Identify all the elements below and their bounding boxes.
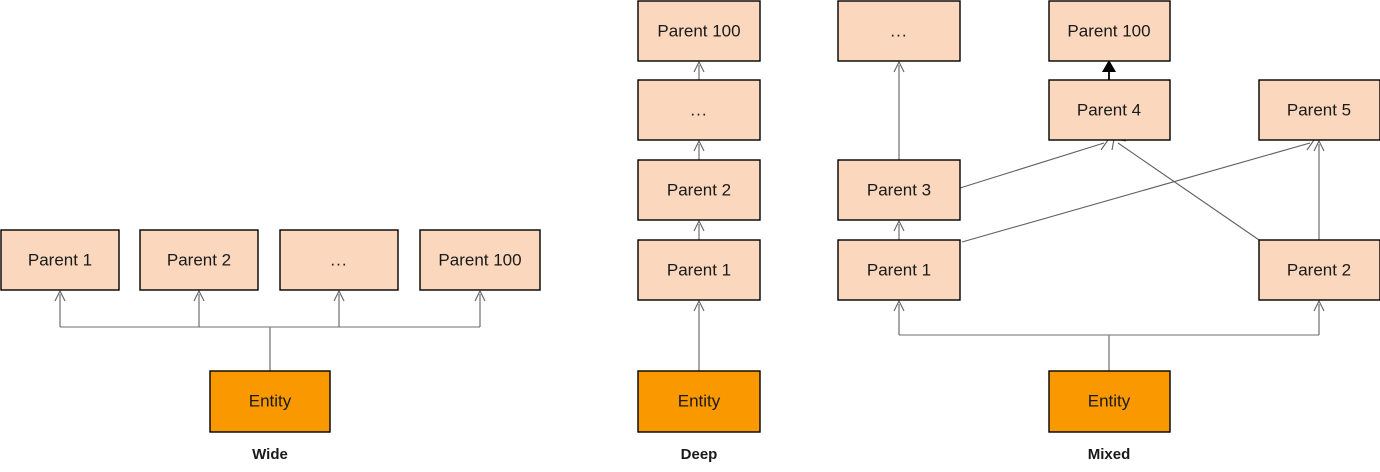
node-label: Entity: [249, 391, 292, 410]
node-label: Parent 100: [438, 250, 521, 269]
node-label: Parent 100: [1067, 21, 1150, 40]
node-box: [1258, 239, 1380, 301]
node-box: [637, 239, 761, 301]
node-wide-parent-100[interactable]: Parent 100: [419, 229, 541, 291]
node-box: [637, 370, 761, 433]
group-wide: Parent 1 Parent 2 ... Parent 100 Entity …: [0, 229, 541, 463]
arrowhead-parent-1: [54, 289, 66, 302]
node-box: [837, 239, 961, 301]
node-deep-parent-ellipsis[interactable]: ...: [637, 79, 761, 141]
edge-parent-1-to-parent-5: [961, 142, 1311, 243]
node-wide-parent-2[interactable]: Parent 2: [139, 229, 259, 291]
node-label: Parent 2: [167, 250, 231, 269]
node-deep-parent-2[interactable]: Parent 2: [637, 159, 761, 221]
arrowhead-parent-100: [474, 289, 486, 302]
node-label: Entity: [678, 391, 721, 410]
arrowhead-parent-5-from-parent-2: [1313, 139, 1325, 152]
group-mixed: ... Parent 100 Parent 4 Parent 5 Parent …: [837, 0, 1380, 463]
edge-parent-2-to-parent-4: [1117, 142, 1263, 243]
node-box: [419, 229, 541, 291]
node-label: Entity: [1088, 391, 1131, 410]
node-box: [279, 229, 399, 291]
arrowhead-parent-dots: [333, 289, 345, 302]
node-label: Parent 5: [1287, 100, 1351, 119]
deep-edges: [693, 60, 705, 371]
node-box: [637, 159, 761, 221]
node-mixed-parent-3[interactable]: Parent 3: [837, 159, 961, 221]
node-label: ...: [330, 250, 347, 269]
node-mixed-parent-5[interactable]: Parent 5: [1258, 79, 1380, 141]
node-mixed-parent-2[interactable]: Parent 2: [1258, 239, 1380, 301]
wide-edges: [54, 289, 486, 371]
node-box: [1048, 79, 1171, 141]
group-caption-wide: Wide: [252, 446, 288, 463]
node-mixed-parent-ellipsis[interactable]: ...: [837, 0, 961, 62]
node-label: Parent 100: [657, 21, 740, 40]
arrowhead-parent-3: [893, 219, 905, 232]
node-mixed-entity[interactable]: Entity: [1048, 370, 1171, 433]
node-box: [637, 79, 761, 141]
node-box: [1048, 370, 1171, 433]
node-deep-parent-1[interactable]: Parent 1: [637, 239, 761, 301]
node-wide-entity[interactable]: Entity: [209, 370, 331, 433]
edge-parent-3-to-parent-4: [959, 142, 1105, 189]
group-caption-mixed: Mixed: [1088, 446, 1131, 463]
node-label: Parent 2: [667, 180, 731, 199]
node-label: Parent 1: [28, 250, 92, 269]
node-label: Parent 1: [667, 260, 731, 279]
node-box: [637, 0, 761, 62]
node-box: [139, 229, 259, 291]
node-box: [0, 229, 120, 291]
node-label: Parent 4: [1077, 100, 1141, 119]
node-label: Parent 3: [867, 180, 931, 199]
arrowhead-parent-1: [693, 299, 705, 312]
node-box: [1048, 0, 1171, 62]
node-deep-parent-100[interactable]: Parent 100: [637, 0, 761, 62]
node-label: Parent 2: [1287, 260, 1351, 279]
arrowhead-parent-2: [1313, 299, 1325, 312]
arrowhead-parent-2: [693, 219, 705, 232]
arrowhead-parent-100: [1102, 60, 1116, 72]
node-wide-parent-ellipsis[interactable]: ...: [279, 229, 399, 291]
node-mixed-parent-100[interactable]: Parent 100: [1048, 0, 1171, 62]
node-box: [837, 0, 961, 62]
node-mixed-parent-1[interactable]: Parent 1: [837, 239, 961, 301]
node-deep-entity[interactable]: Entity: [637, 370, 761, 433]
node-label: Parent 1: [867, 260, 931, 279]
node-box: [1258, 79, 1380, 141]
node-wide-parent-1[interactable]: Parent 1: [0, 229, 120, 291]
node-box: [209, 370, 331, 433]
arrowhead-parent-ellipsis: [893, 60, 905, 73]
group-deep: Parent 100 ... Parent 2 Parent 1 Entity …: [637, 0, 761, 463]
group-caption-deep: Deep: [681, 446, 718, 463]
node-label: ...: [890, 21, 907, 40]
arrowhead-parent-1: [893, 299, 905, 312]
arrowhead-parent-2: [193, 289, 205, 302]
arrowhead-parent-ellipsis: [693, 139, 705, 152]
node-mixed-parent-4[interactable]: Parent 4: [1048, 79, 1171, 141]
node-label: ...: [690, 100, 707, 119]
arrowhead-parent-100: [693, 60, 705, 73]
node-box: [837, 159, 961, 221]
